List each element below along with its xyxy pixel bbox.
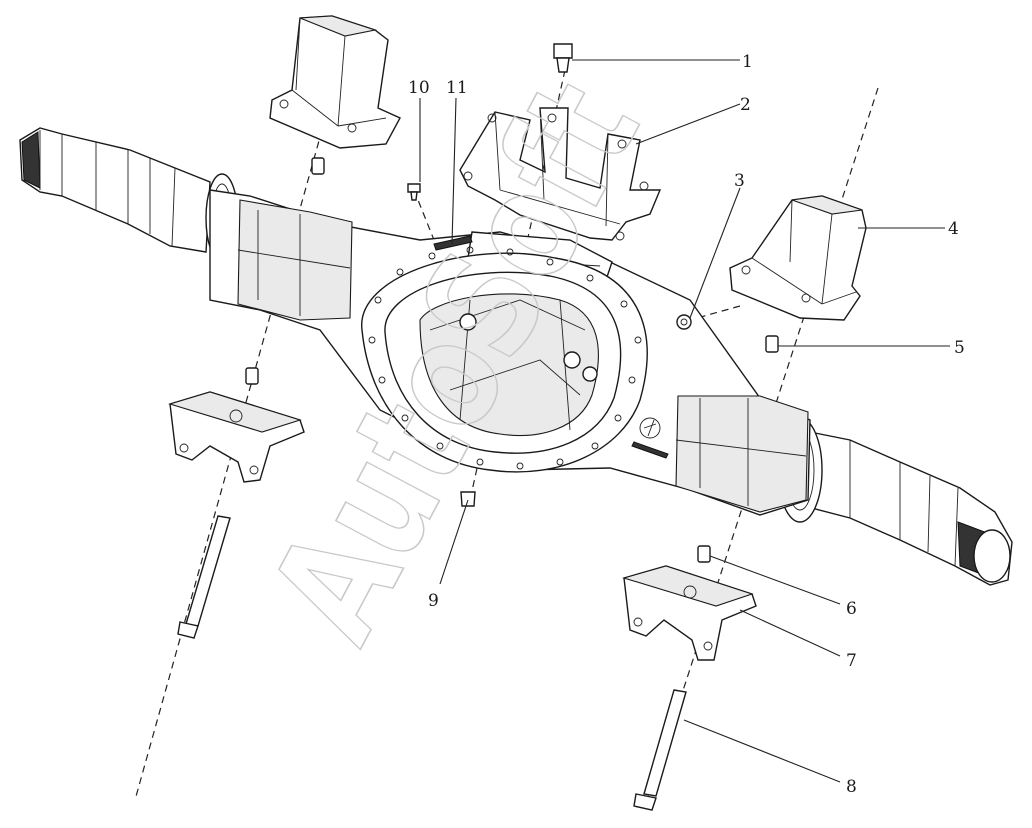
callout-5: 5 (954, 338, 965, 358)
nut-part-3 (676, 314, 692, 330)
bushing-part-6 (697, 545, 711, 563)
callout-6: 6 (846, 599, 857, 619)
callout-2: 2 (740, 95, 751, 115)
bushing-part-5 (765, 335, 779, 353)
flange-bolt-holes (368, 246, 642, 470)
differential-carrier-flange (361, 246, 669, 473)
callout-7: 7 (846, 651, 857, 671)
callout-11: 11 (446, 78, 468, 98)
callout-8: 8 (846, 777, 857, 797)
bushing-upper-left (311, 157, 325, 175)
leader-lines (419, 59, 950, 783)
long-bolt-left (177, 515, 231, 639)
upper-spring-seat-part-4 (729, 195, 867, 321)
callout-3: 3 (734, 171, 745, 191)
lower-spring-plate-part-7 (622, 565, 757, 661)
left-axle-shaft (19, 127, 239, 263)
bushing-lower-left (245, 367, 259, 385)
upper-spring-seat-left (269, 15, 401, 149)
right-axle-shaft (777, 417, 1013, 586)
callout-10: 10 (408, 78, 430, 98)
bolt-part-1 (553, 43, 573, 73)
callout-9: 9 (428, 591, 439, 611)
lower-spring-plate-left (168, 391, 305, 483)
screw-part-10 (407, 183, 421, 201)
callout-4: 4 (948, 219, 959, 239)
bracket-part-2 (459, 107, 662, 241)
bolt-part-9 (460, 491, 476, 507)
fitting-part-11 (433, 235, 473, 251)
long-bolt-part-8 (633, 689, 687, 811)
callout-labels: 1 2 3 4 5 6 7 8 9 10 11 (408, 52, 965, 797)
callout-1: 1 (742, 52, 753, 72)
